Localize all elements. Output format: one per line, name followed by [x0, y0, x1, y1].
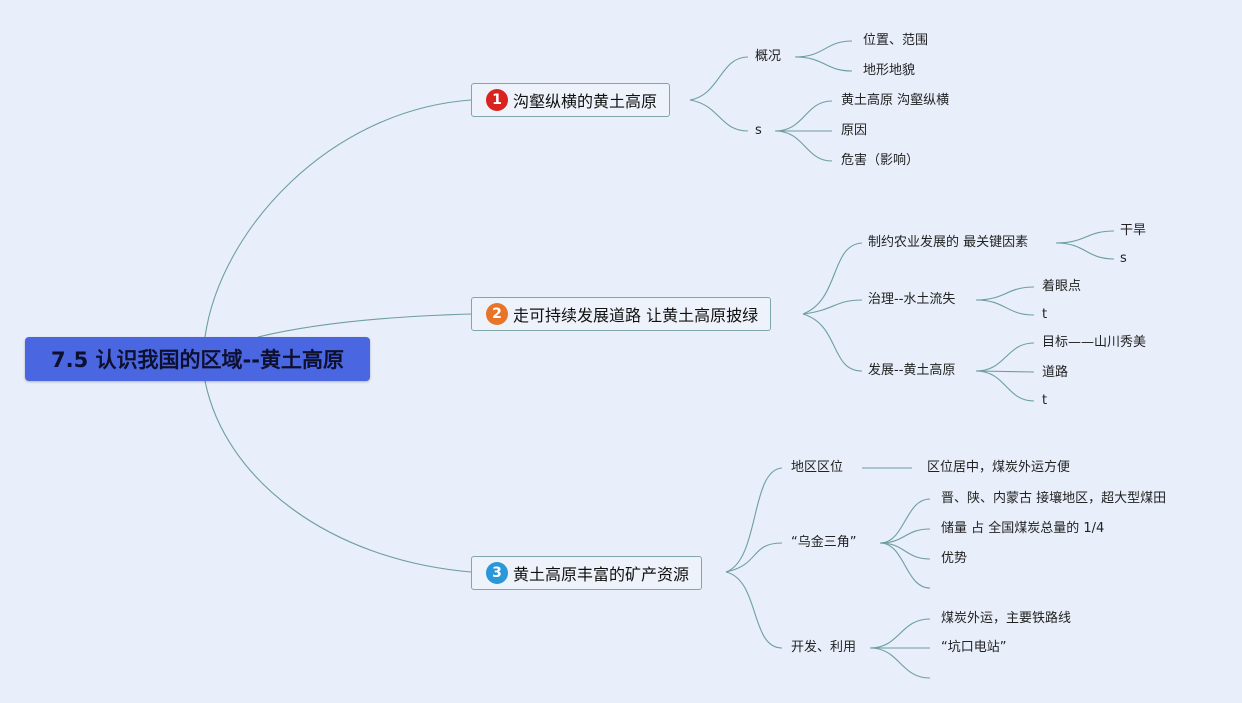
leaf-reserves[interactable]: 储量 占 全国煤炭总量的 1/4	[941, 521, 1105, 536]
leaf-focus[interactable]: 着眼点	[1042, 279, 1082, 294]
connector-root-b2	[257, 313, 472, 338]
main-topic-1-label: 沟壑纵横的黄土高原	[513, 92, 658, 111]
subtopic-overview[interactable]: 概况	[755, 49, 782, 64]
root-topic[interactable]: 7.5 认识我国的区域--黄土高原	[25, 337, 370, 381]
root-title: 7.5 认识我国的区域--黄土高原	[51, 348, 344, 372]
leaf-central-location[interactable]: 区位居中，煤炭外运方便	[927, 460, 1071, 475]
leaf-harm[interactable]: 危害（影响）	[841, 153, 920, 168]
leaf-coalfield[interactable]: 晋、陕、内蒙古 接壤地区，超大型煤田	[941, 491, 1167, 506]
leaf-t-1[interactable]: t	[1042, 307, 1048, 322]
leaf-t-2[interactable]: t	[1042, 393, 1048, 408]
subtopic-regional-location[interactable]: 地区区位	[791, 460, 844, 475]
leaf-goal[interactable]: 目标——山川秀美	[1042, 335, 1147, 350]
leaf-coal-railway[interactable]: 煤炭外运，主要铁路线	[941, 611, 1072, 626]
main-topic-3-label: 黄土高原丰富的矿产资源	[513, 565, 690, 584]
subtopic-s[interactable]: s	[755, 123, 762, 138]
leaf-terrain[interactable]: 地形地貌	[863, 63, 916, 78]
subtopic-black-gold-triangle[interactable]: “乌金三角”	[791, 535, 857, 550]
leaf-cause[interactable]: 原因	[841, 123, 868, 138]
leaf-advantage[interactable]: 优势	[941, 551, 968, 566]
number-badge-1: 1	[486, 89, 508, 111]
leaf-s-2[interactable]: s	[1120, 251, 1127, 266]
main-topic-1[interactable]: 1 沟壑纵横的黄土高原	[471, 83, 671, 117]
number-badge-3: 3	[486, 562, 508, 584]
connector-root-b1	[204, 99, 472, 338]
number-badge-2: 2	[486, 303, 508, 325]
subtopic-development[interactable]: 发展--黄土高原	[868, 363, 956, 378]
leaf-gullies[interactable]: 黄土高原 沟壑纵横	[841, 93, 950, 108]
subtopic-soil-erosion[interactable]: 治理--水土流失	[868, 292, 956, 307]
main-topic-2-label: 走可持续发展道路 让黄土高原披绿	[513, 306, 759, 325]
leaf-location-range[interactable]: 位置、范围	[863, 33, 929, 48]
subtopic-key-factor[interactable]: 制约农业发展的 最关键因素	[868, 235, 1029, 250]
main-topic-2[interactable]: 2 走可持续发展道路 让黄土高原披绿	[471, 297, 772, 331]
leaf-pithead-plant[interactable]: “坑口电站”	[941, 640, 1007, 655]
leaf-drought[interactable]: 干旱	[1120, 223, 1147, 238]
leaf-road[interactable]: 道路	[1042, 365, 1069, 380]
connector-root-b3	[204, 380, 472, 573]
subtopic-development-use[interactable]: 开发、利用	[791, 640, 857, 655]
main-topic-3[interactable]: 3 黄土高原丰富的矿产资源	[471, 556, 703, 590]
